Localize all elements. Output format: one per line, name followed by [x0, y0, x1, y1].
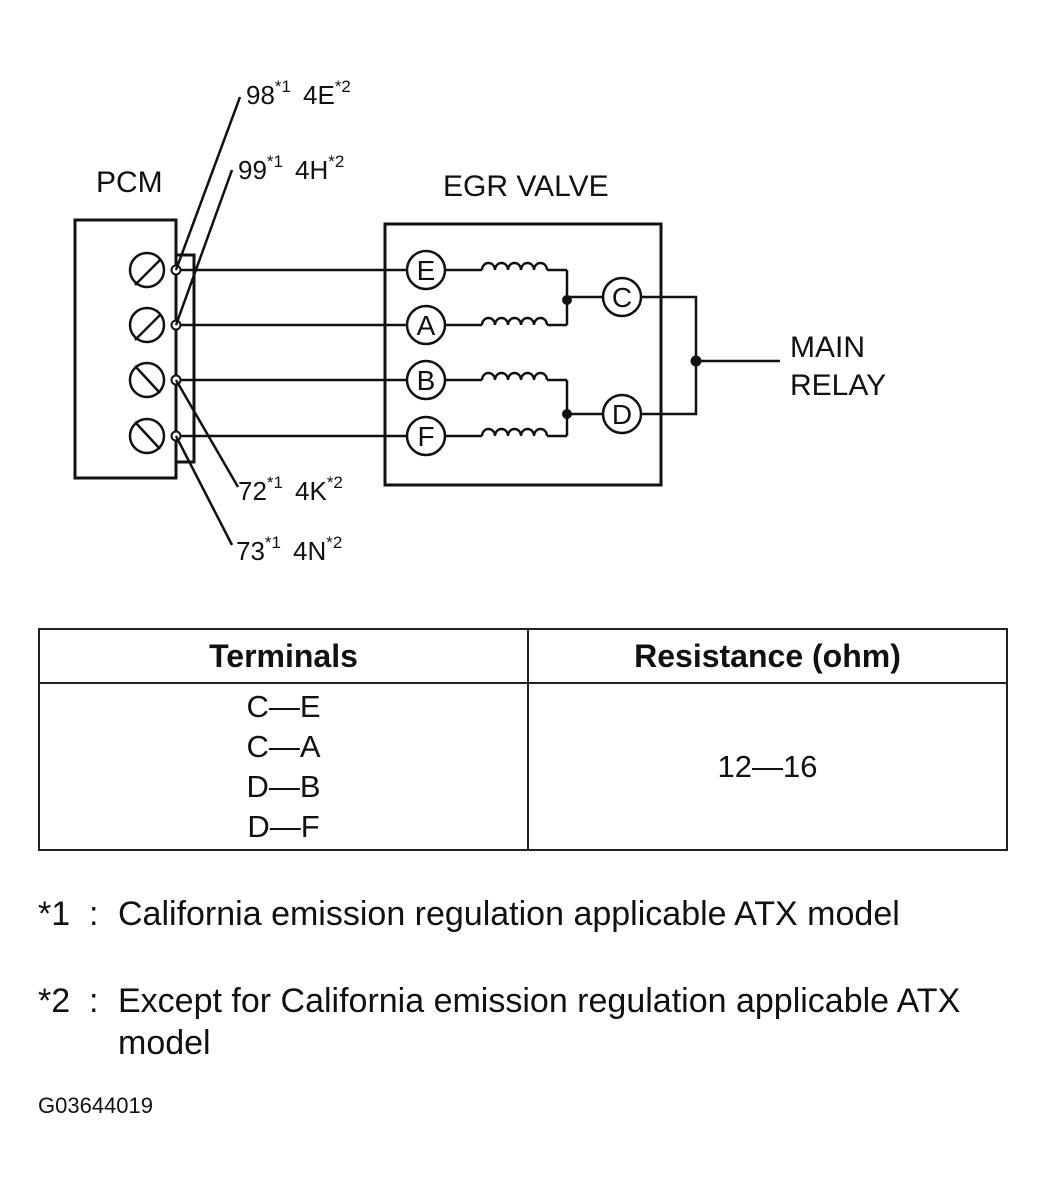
terminal-pair: C—A [246, 728, 321, 764]
leader-line-72 [174, 379, 240, 488]
header-terminals: Terminals [38, 628, 529, 684]
terminal-pair: D—B [246, 768, 321, 804]
egr-terminal-e: E [405, 249, 447, 291]
footnote-text: Except for California emission regulatio… [118, 982, 961, 1062]
svg-text:F: F [417, 421, 434, 452]
header-resistance: Resistance (ohm) [527, 628, 1008, 684]
footnote-marker: *2 : [38, 982, 99, 1020]
figure-code: G03644019 [38, 1093, 153, 1118]
coil-a [445, 316, 567, 327]
svg-text:A: A [417, 310, 436, 341]
resistance-spec-table: Terminals Resistance (ohm) C—E C—A D—B D… [38, 628, 1008, 851]
egr-terminal-b: B [405, 359, 447, 401]
pcm-terminal-4 [128, 417, 182, 455]
main-relay-label-line2: RELAY [790, 369, 886, 402]
pcm-label: PCM [96, 166, 163, 199]
junction-c [562, 270, 603, 325]
egr-terminal-c: C [601, 276, 643, 318]
egr-valve-label: EGR VALVE [443, 170, 609, 203]
egr-terminal-a: A [405, 304, 447, 346]
pcm-terminal-3 [128, 361, 182, 399]
junction-d [562, 380, 603, 436]
svg-text:E: E [417, 255, 436, 286]
leader-line-73 [174, 435, 234, 546]
pcm-connector-strip [174, 253, 196, 464]
footnote-marker: *1 : [38, 895, 99, 933]
coil-b [445, 371, 567, 382]
leader-line-99 [174, 169, 234, 326]
pcm-terminal-2 [128, 306, 182, 344]
resistance-value: 12—16 [527, 682, 1008, 851]
egr-valve-box [383, 222, 663, 487]
egr-terminal-f: F [405, 415, 447, 457]
pcm-terminal-1 [128, 251, 182, 289]
egr-terminal-d: D [601, 393, 643, 435]
footnote-text: California emission regulation applicabl… [118, 895, 900, 933]
terminal-pairs-cell: C—E C—A D—B D—F [38, 682, 529, 851]
svg-text:C: C [612, 282, 632, 313]
main-relay-label-line1: MAIN [790, 331, 865, 364]
terminal-pair: D—F [247, 808, 320, 844]
leader-line-98 [174, 96, 242, 271]
main-relay-wiring [641, 295, 780, 416]
coil-e [445, 261, 567, 272]
svg-text:D: D [612, 399, 632, 430]
table-row: C—E C—A D—B D—F 12—16 [38, 682, 1008, 851]
svg-text:B: B [417, 365, 436, 396]
coil-f [445, 427, 567, 438]
terminal-pair: C—E [246, 688, 321, 724]
